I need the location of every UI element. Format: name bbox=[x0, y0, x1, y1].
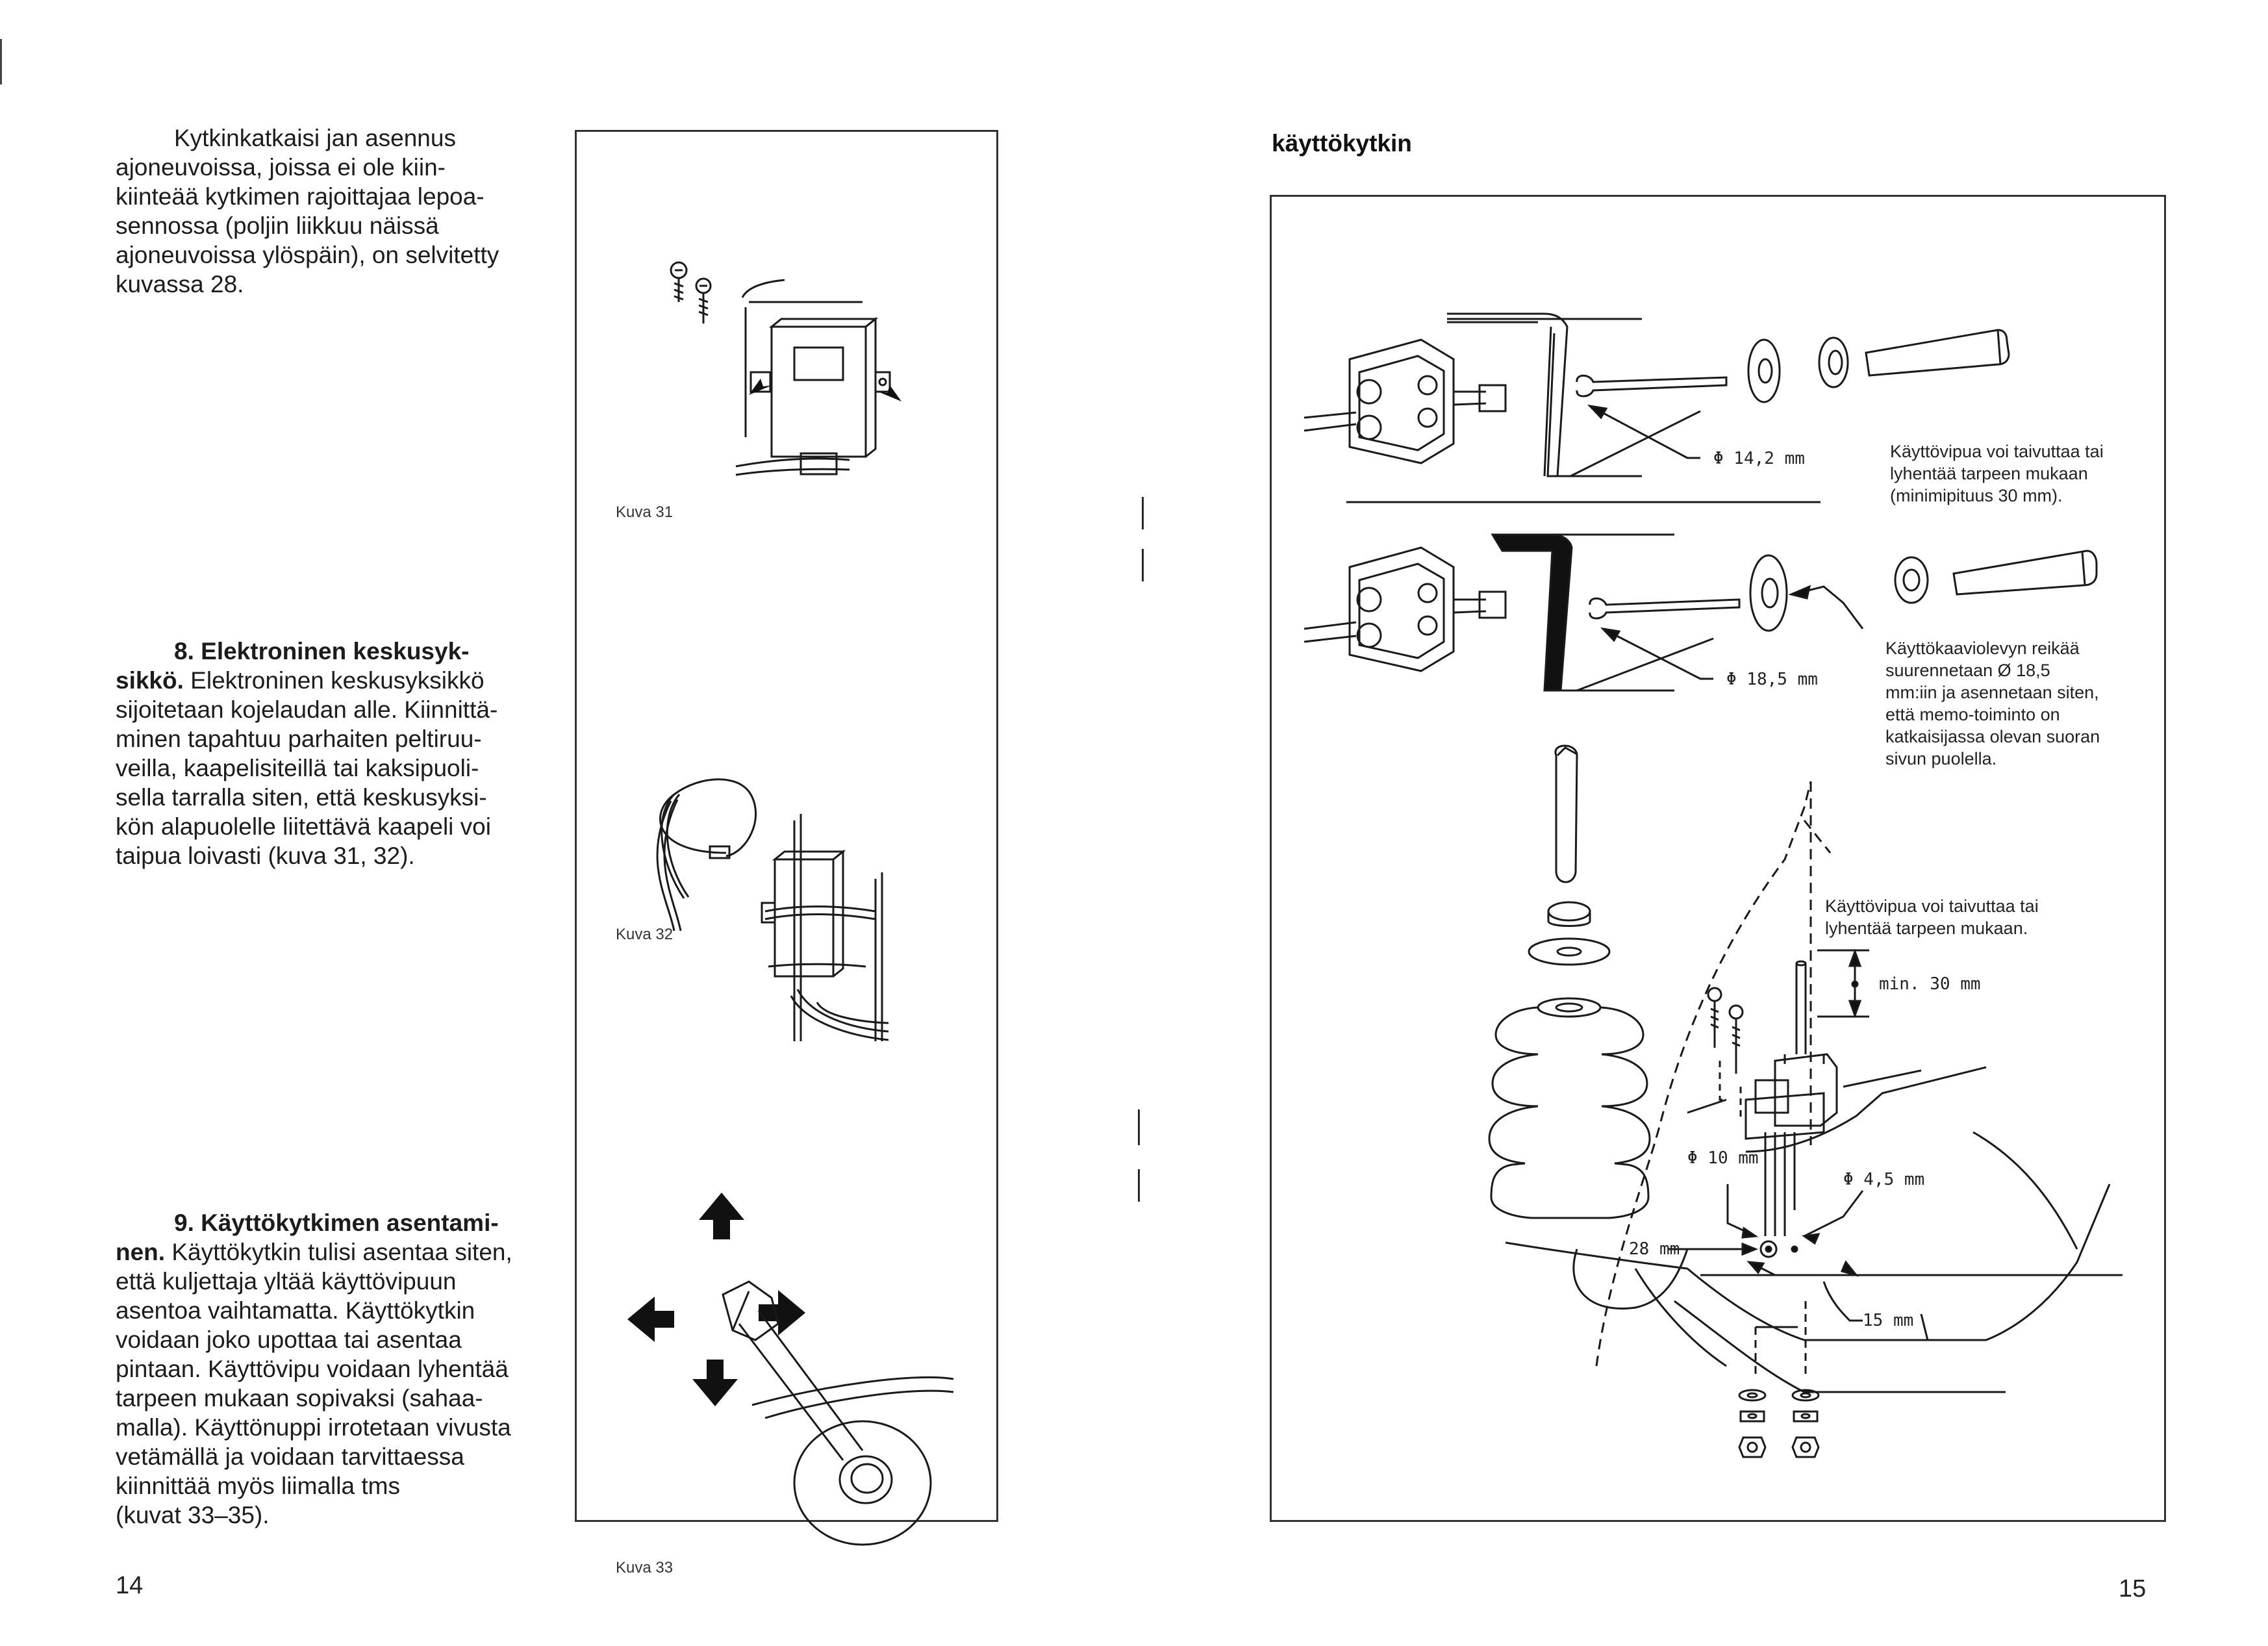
section-9-paragraph: 9. Käyttökytkimen asentami- nen. Käyttök… bbox=[116, 1208, 531, 1530]
intro-line: Kytkinkatkaisi jan asennus bbox=[174, 125, 456, 151]
note-line: Käyttökaaviolevyn reikää bbox=[1885, 639, 2080, 658]
note-line: lyhentää tarpeen mukaan. bbox=[1825, 918, 2028, 938]
arrow-right-icon bbox=[759, 1290, 805, 1336]
section-9-line: vetämällä ja voidaan tarvittaessa bbox=[116, 1443, 464, 1470]
note-line: Käyttövipua voi taivuttaa tai bbox=[1825, 896, 2039, 916]
intro-paragraph: Kytkinkatkaisi jan asennus ajoneuvoissa,… bbox=[116, 123, 531, 299]
section-9-heading: 9. Käyttökytkimen asentami- bbox=[174, 1209, 499, 1236]
section-8-line: minen tapahtuu parhaiten peltiruu- bbox=[116, 726, 482, 752]
note-line: katkaisijassa olevan suoran bbox=[1885, 727, 2100, 746]
section-8-paragraph: 8. Elektroninen keskusyk- sikkö. Elektro… bbox=[116, 637, 531, 870]
dimension-4-5mm: Φ 4,5 mm bbox=[1843, 1170, 1925, 1189]
fold-mark bbox=[1138, 1169, 1140, 1202]
section-9-line: asentoa vaihtamatta. Käyttökytkin bbox=[116, 1297, 475, 1324]
caption-kuva-33: Kuva 33 bbox=[616, 1559, 674, 1576]
section-8-line: sijoitetaan kojelaudan alle. Kiinnittä- bbox=[116, 696, 498, 723]
section-8-heading-end: sikkö. bbox=[116, 667, 184, 694]
arrow-left-icon bbox=[627, 1297, 674, 1342]
section-8-line: veilla, kaapelisiteillä tai kaksipuoli- bbox=[116, 755, 479, 781]
arrow-down-icon bbox=[692, 1360, 738, 1406]
section-9-line-1: nen. Käyttökytkin tulisi asentaa siten, bbox=[116, 1237, 531, 1267]
section-9-text: Käyttökytkin tulisi asentaa siten, bbox=[165, 1239, 512, 1265]
dimension-18-5mm: Φ 18,5 mm bbox=[1726, 670, 1818, 689]
intro-line: kuvassa 28. bbox=[116, 271, 244, 298]
section-8-line: taipua loivasti (kuva 31, 32). bbox=[116, 842, 415, 869]
intro-line: ajoneuvoissa ylöspäin), on selvitetty bbox=[116, 242, 499, 268]
dimension-14-2mm: Φ 14,2 mm bbox=[1713, 449, 1805, 468]
section-8-line: kön alapuolelle liitettävä kaapeli voi bbox=[116, 813, 491, 840]
note-line: sivun puolella. bbox=[1885, 749, 1997, 768]
note-line: lyhentää tarpeen mukaan bbox=[1890, 464, 2088, 483]
switch-assembly-diagram bbox=[1304, 312, 2123, 1458]
fold-mark bbox=[1142, 497, 1144, 529]
note-line: suurennetaan Ø 18,5 bbox=[1885, 661, 2050, 680]
section-9-line: voidaan joko upottaa tai asentaa bbox=[116, 1326, 462, 1353]
fold-mark bbox=[1138, 1109, 1140, 1145]
intro-line: ajoneuvoissa, joissa ei ole kiin- bbox=[116, 154, 446, 181]
left-figure-box: Kuva 31 bbox=[575, 130, 998, 1576]
caption-kuva-31: Kuva 31 bbox=[616, 503, 674, 521]
section-8-line-1: sikkö. Elektroninen keskusyksikkö bbox=[116, 666, 531, 695]
section-9-line: kiinnittää myös liimalla tms bbox=[116, 1473, 400, 1499]
section-8-heading: 8. Elektroninen keskusyk- bbox=[174, 638, 470, 665]
dimension-28mm: 28 mm bbox=[1629, 1239, 1680, 1259]
left-page-edge-mark bbox=[0, 39, 2, 84]
caption-kuva-32: Kuva 32 bbox=[616, 926, 674, 943]
note-line: että memo-toiminto on bbox=[1885, 705, 2060, 724]
section-9-line: pintaan. Käyttövipu voidaan lyhentää bbox=[116, 1356, 509, 1382]
dimension-min-30mm: min. 30 mm bbox=[1879, 974, 1981, 994]
section-9-line: että kuljettaja yltää käyttövipuun bbox=[116, 1268, 457, 1295]
section-9-line: tarpeen mukaan sopivaksi (sahaa- bbox=[116, 1385, 483, 1412]
figure-33-knob-arrows bbox=[627, 1193, 954, 1546]
dimension-10mm: Φ 10 mm bbox=[1687, 1148, 1759, 1168]
figure-31-control-unit bbox=[670, 261, 901, 476]
intro-line: sennossa (poljin liikkuu näissä bbox=[116, 212, 439, 239]
note-lever-bend-min-length: Käyttövipua voi taivuttaa tai lyhentää t… bbox=[1890, 440, 2163, 507]
dimension-15mm: 15 mm bbox=[1863, 1311, 1914, 1330]
page-number-right: 15 bbox=[2119, 1575, 2147, 1602]
note-line: mm:iin ja asennetaan siten, bbox=[1885, 683, 2099, 702]
section-8-text: Elektroninen keskusyksikkö bbox=[183, 667, 485, 694]
section-9-line: malla). Käyttönuppi irrotetaan vivusta bbox=[116, 1414, 511, 1441]
right-page-title: käyttökytkin bbox=[1272, 130, 1412, 157]
intro-line: kiinteää kytkimen rajoittajaa lepoa- bbox=[116, 183, 485, 210]
note-line: (minimipituus 30 mm). bbox=[1890, 486, 2063, 505]
arrow-up-icon bbox=[699, 1193, 744, 1239]
section-9-heading-end: nen. bbox=[116, 1239, 166, 1265]
section-8-line: sella tarralla siten, että keskusyksi- bbox=[116, 784, 487, 811]
note-line: Käyttövipua voi taivuttaa tai bbox=[1890, 442, 2104, 461]
figure-32-cable-tie bbox=[656, 778, 889, 1041]
note-plate-hole-enlarge: Käyttökaaviolevyn reikää suurennetaan Ø … bbox=[1885, 637, 2165, 770]
fold-mark bbox=[1142, 549, 1144, 581]
section-9-line: (kuvat 33–35). bbox=[116, 1502, 270, 1528]
note-lever-bend: Käyttövipua voi taivuttaa tai lyhentää t… bbox=[1825, 895, 2104, 939]
page-number-left: 14 bbox=[116, 1572, 144, 1599]
right-figure-box: Φ 14,2 mm Φ 18,5 mm min. 30 mm Φ 10 mm Φ… bbox=[1270, 195, 2166, 1522]
